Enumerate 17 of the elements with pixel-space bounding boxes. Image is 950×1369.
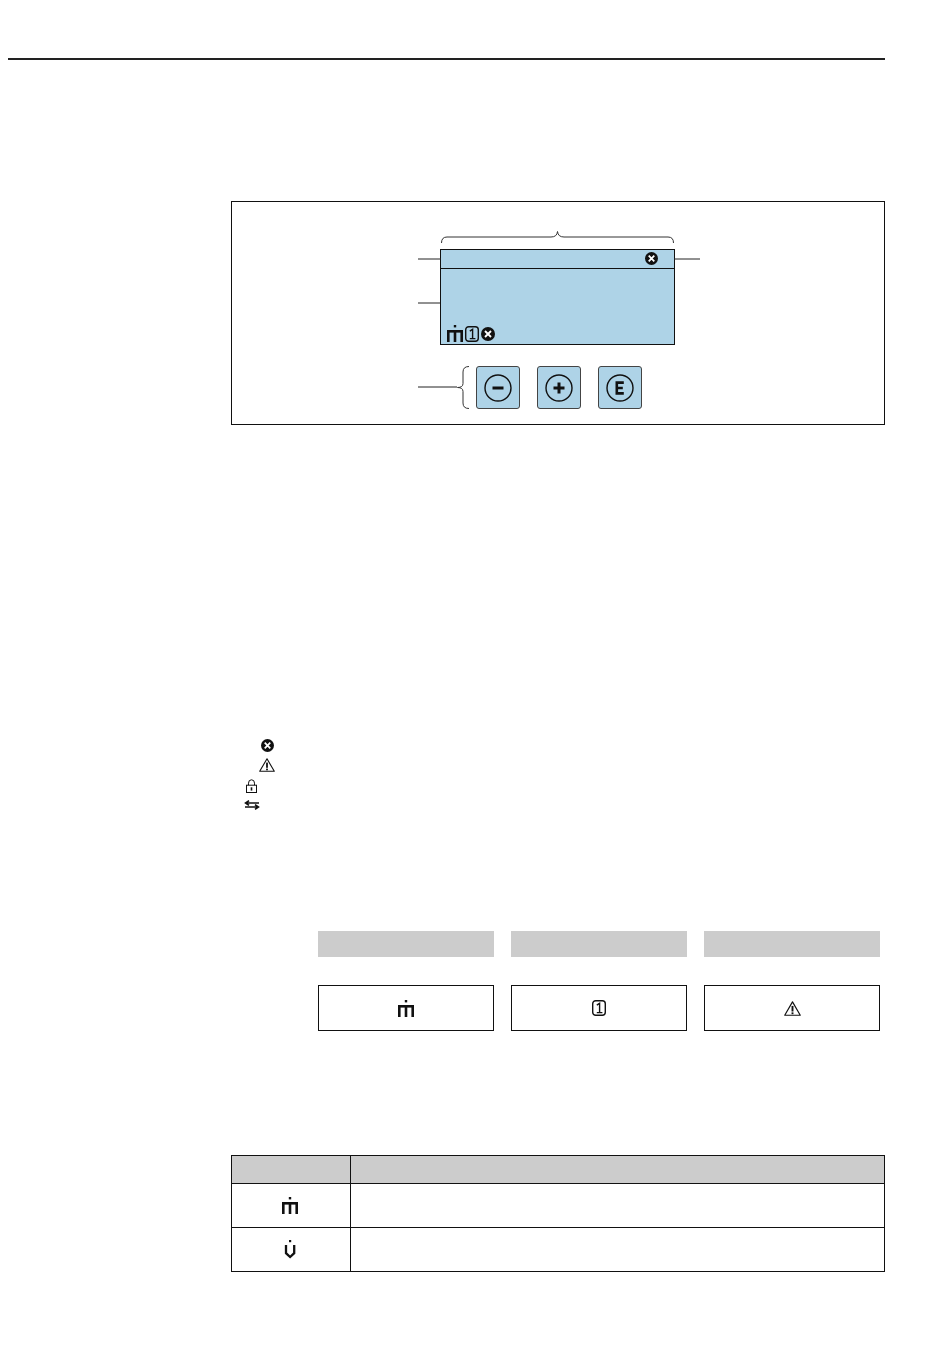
curly-brace xyxy=(457,366,469,409)
header-bar xyxy=(441,250,674,269)
leader-line xyxy=(417,258,442,260)
symbol-box xyxy=(511,985,687,1031)
symbol-box xyxy=(704,985,880,1031)
symbol-box xyxy=(318,985,494,1031)
plus-key xyxy=(537,366,581,409)
minus-key xyxy=(476,366,520,409)
leader-line xyxy=(417,386,458,388)
leader-line xyxy=(417,302,441,304)
column-header-bar xyxy=(511,931,687,957)
leader-line xyxy=(673,258,701,260)
enter-key xyxy=(598,366,642,409)
lcd-display xyxy=(440,249,675,345)
column-header-bar xyxy=(704,931,880,957)
figure-frame xyxy=(231,201,885,425)
column-header-bar xyxy=(318,931,494,957)
